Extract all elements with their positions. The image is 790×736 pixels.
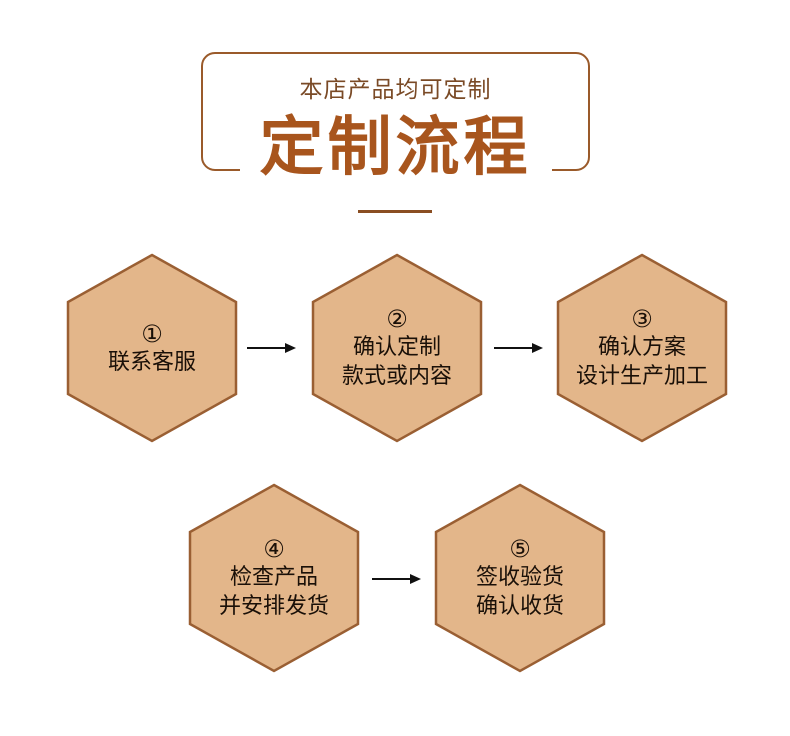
step-1-number: ①	[141, 319, 163, 348]
step-4-line1: 检查产品	[229, 565, 318, 590]
step-2-line1: 确认定制	[352, 335, 441, 360]
step-3-hexagon: ③ 确认方案 设计生产加工	[556, 253, 728, 443]
step-2-number: ②	[386, 305, 408, 333]
subtitle: 本店产品均可定制	[299, 77, 492, 103]
arrow-right-icon	[247, 343, 296, 353]
step-5-line2: 确认收货	[475, 594, 564, 619]
step-4-hexagon: ④ 检查产品 并安排发货	[188, 483, 360, 673]
step-3-number: ③	[631, 305, 653, 333]
arrow-right-icon	[372, 574, 421, 584]
step-1-hexagon: ① 联系客服	[66, 253, 238, 443]
step-5-hexagon: ⑤ 签收验货 确认收货	[434, 483, 606, 673]
step-5-number: ⑤	[509, 535, 531, 563]
hexagon-shape	[66, 253, 238, 443]
step-2-hexagon: ② 确认定制 款式或内容	[311, 253, 483, 443]
page-title: 定制流程	[259, 111, 532, 185]
hexagon-shape	[188, 483, 360, 673]
step-1-line1: 联系客服	[107, 349, 196, 375]
step-2-line2: 款式或内容	[341, 364, 452, 389]
hexagon-shape	[556, 253, 728, 443]
step-5-line1: 签收验货	[475, 565, 564, 590]
step-3-line2: 设计生产加工	[575, 364, 708, 389]
step-4-line2: 并安排发货	[218, 594, 329, 619]
arrow-right-icon	[494, 343, 543, 353]
hexagon-shape	[434, 483, 606, 673]
title-frame-gap	[240, 160, 552, 176]
title-underline	[358, 210, 432, 213]
hexagon-shape	[311, 253, 483, 443]
step-4-number: ④	[263, 535, 285, 563]
step-3-line1: 确认方案	[597, 335, 686, 360]
